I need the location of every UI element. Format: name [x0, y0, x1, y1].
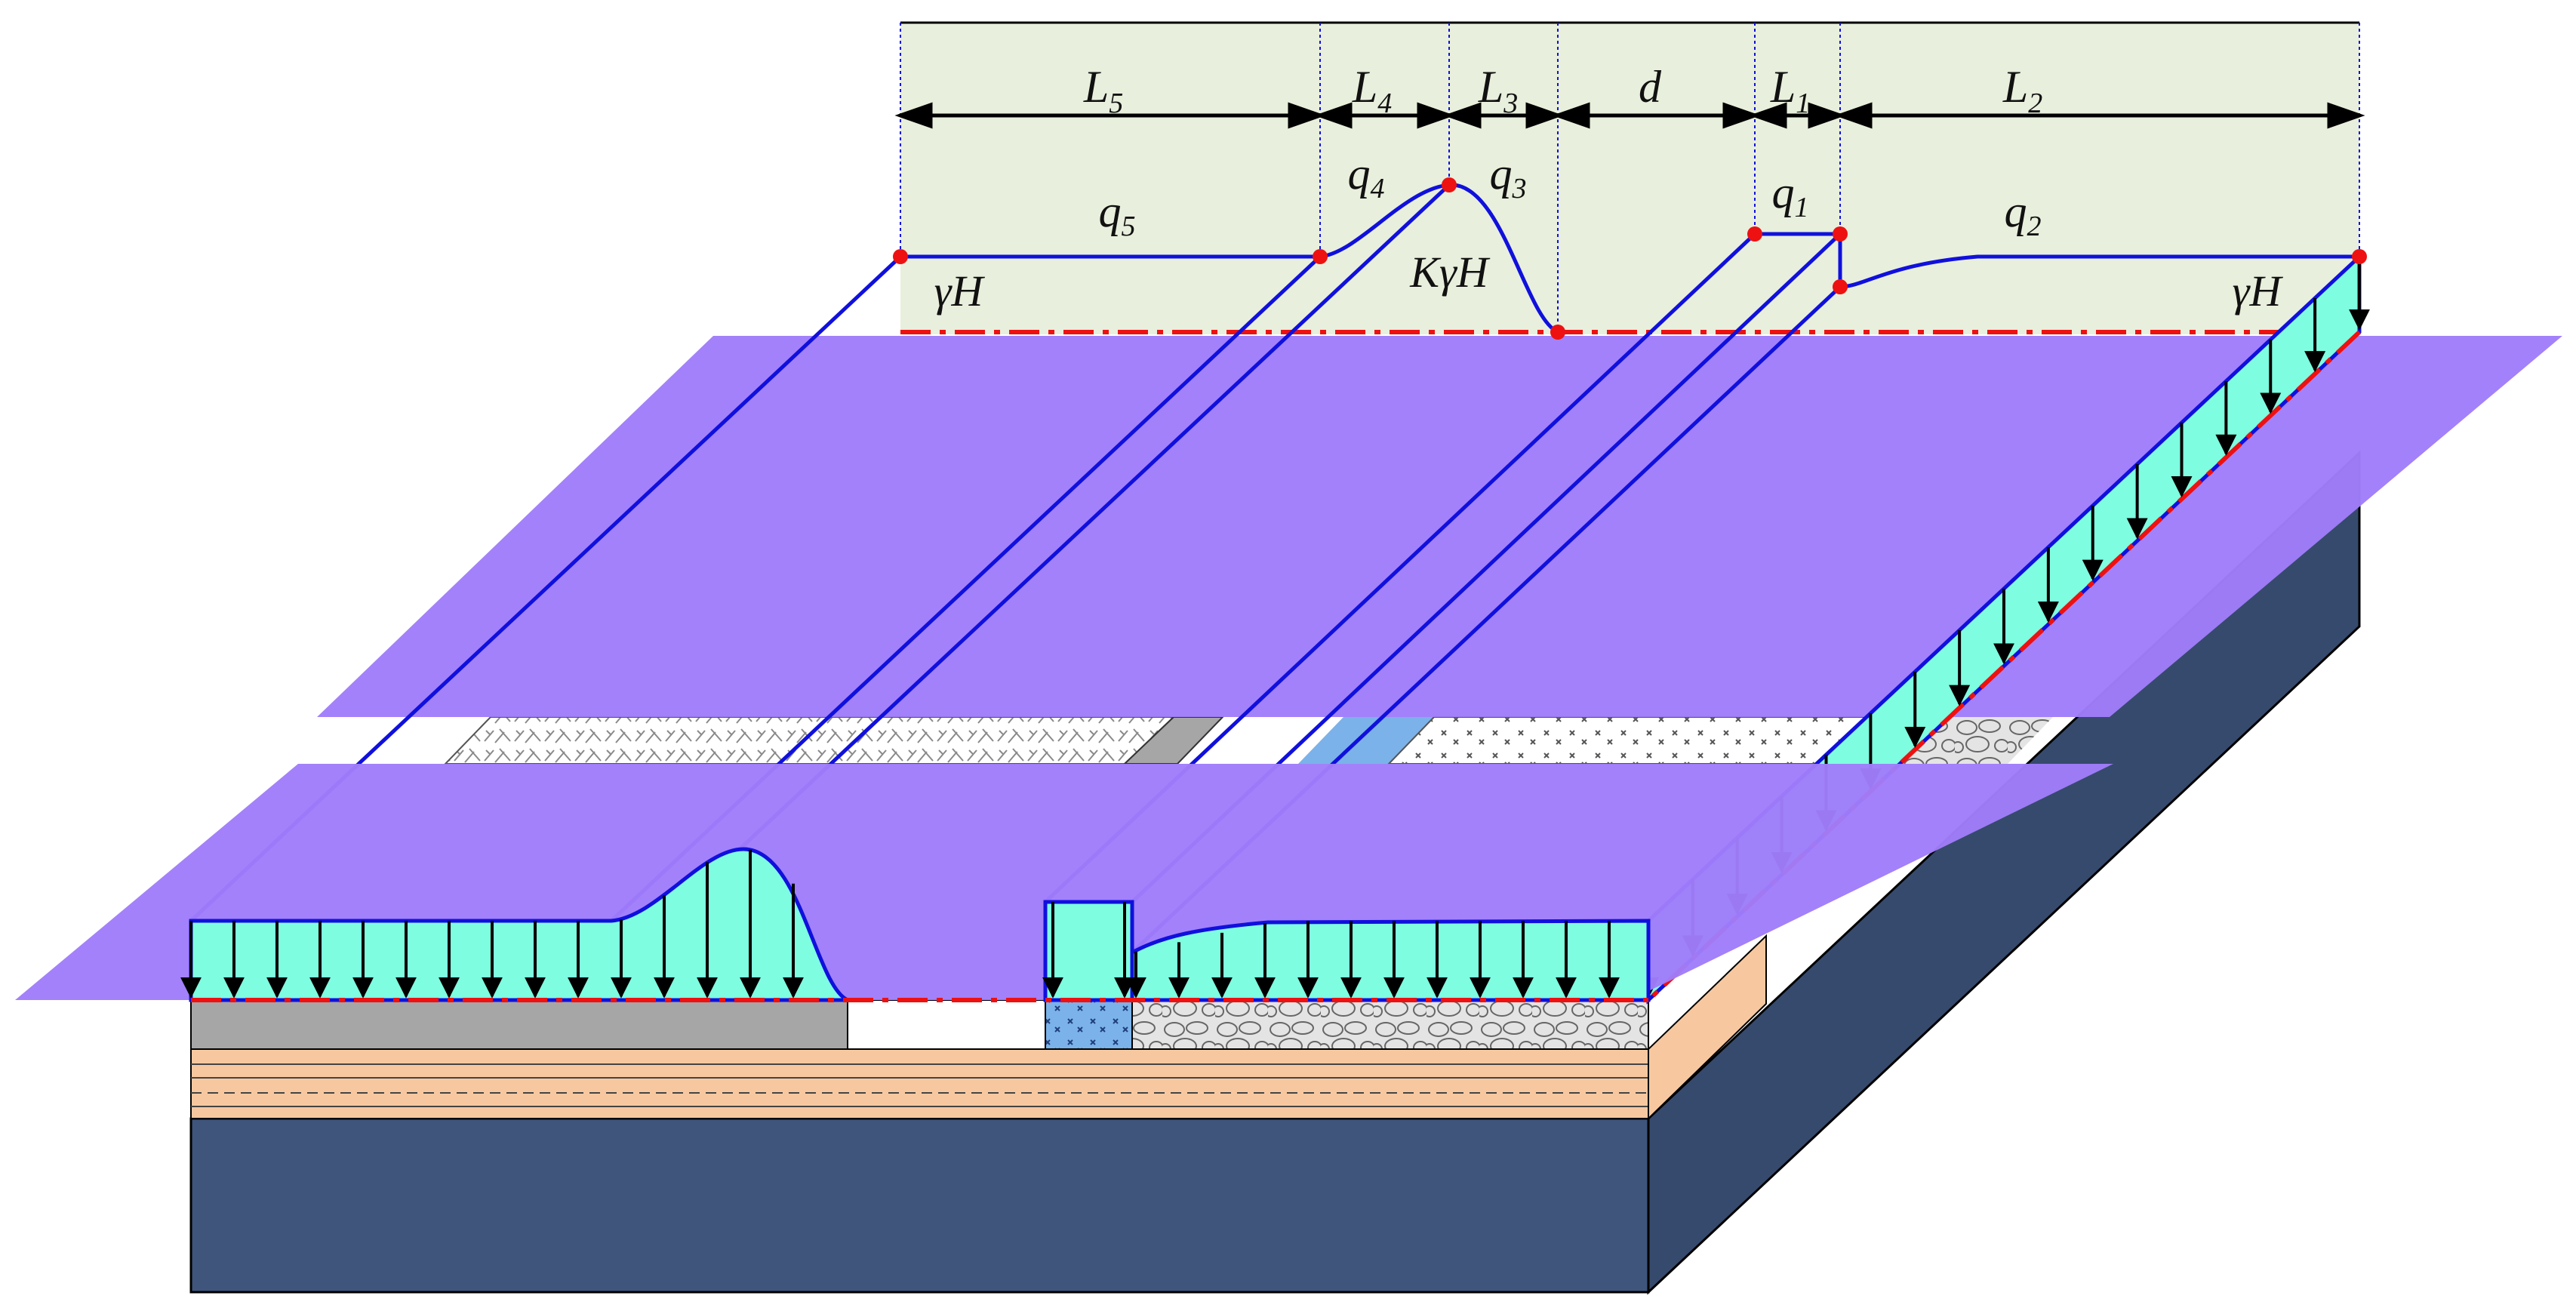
goaf-void [847, 999, 1046, 1050]
load-label-q4: q4 [1348, 149, 1385, 205]
node-point [1442, 177, 1457, 192]
node-points [893, 177, 2367, 340]
load-label-q1: q1 [1772, 168, 1809, 223]
front-load-distribution [180, 847, 1651, 1002]
strata-layer [190, 1048, 1649, 1119]
dimension-band: L5 L4 L3 d L1 L2 q5 q4 q3 q1 q2 γH KγH γ… [894, 21, 2365, 334]
node-point [893, 249, 908, 264]
front-strata [190, 934, 1767, 1121]
strata-lines [191, 1063, 1648, 1107]
dim-label-l1: L1 [1770, 62, 1810, 119]
node-point [1833, 226, 1848, 242]
filling-body [1045, 999, 1133, 1050]
k-gamma-h-label: KγH [1409, 248, 1491, 297]
dim-label-l5: L5 [1083, 62, 1123, 119]
base-block [189, 450, 2361, 1295]
back-strata [443, 716, 2053, 765]
dim-label-l2: L2 [2002, 62, 2042, 119]
gravel-layer [1131, 999, 1649, 1050]
gamma-h-label-right: γH [2233, 266, 2284, 315]
strata-side [1648, 934, 1767, 1121]
front-load-arrows [180, 849, 1620, 999]
load-label-q3: q3 [1490, 149, 1527, 205]
back-rock-strip [443, 716, 1176, 765]
load-label-q5: q5 [1099, 186, 1136, 242]
node-point [1313, 249, 1328, 264]
front-load-left [189, 847, 849, 1002]
node-point [1550, 325, 1565, 340]
dim-label-d: d [1639, 62, 1662, 112]
base-front-face [189, 1117, 1650, 1294]
gamma-h-label-left: γH [934, 266, 986, 315]
front-load-right [1130, 919, 1651, 1002]
band-background [900, 23, 2359, 334]
node-point [1747, 226, 1762, 242]
load-label-q2: q2 [2005, 186, 2042, 242]
dim-label-l3: L3 [1478, 62, 1518, 119]
roof-rock [190, 999, 848, 1050]
front-load-filling [1043, 900, 1134, 1002]
dimension-ticks [900, 23, 2360, 332]
roof-rock-block [190, 999, 848, 1050]
dim-label-l4: L4 [1352, 62, 1392, 119]
node-point [1833, 279, 1848, 294]
node-point [2352, 249, 2367, 264]
dimension-arrows [894, 102, 2365, 129]
